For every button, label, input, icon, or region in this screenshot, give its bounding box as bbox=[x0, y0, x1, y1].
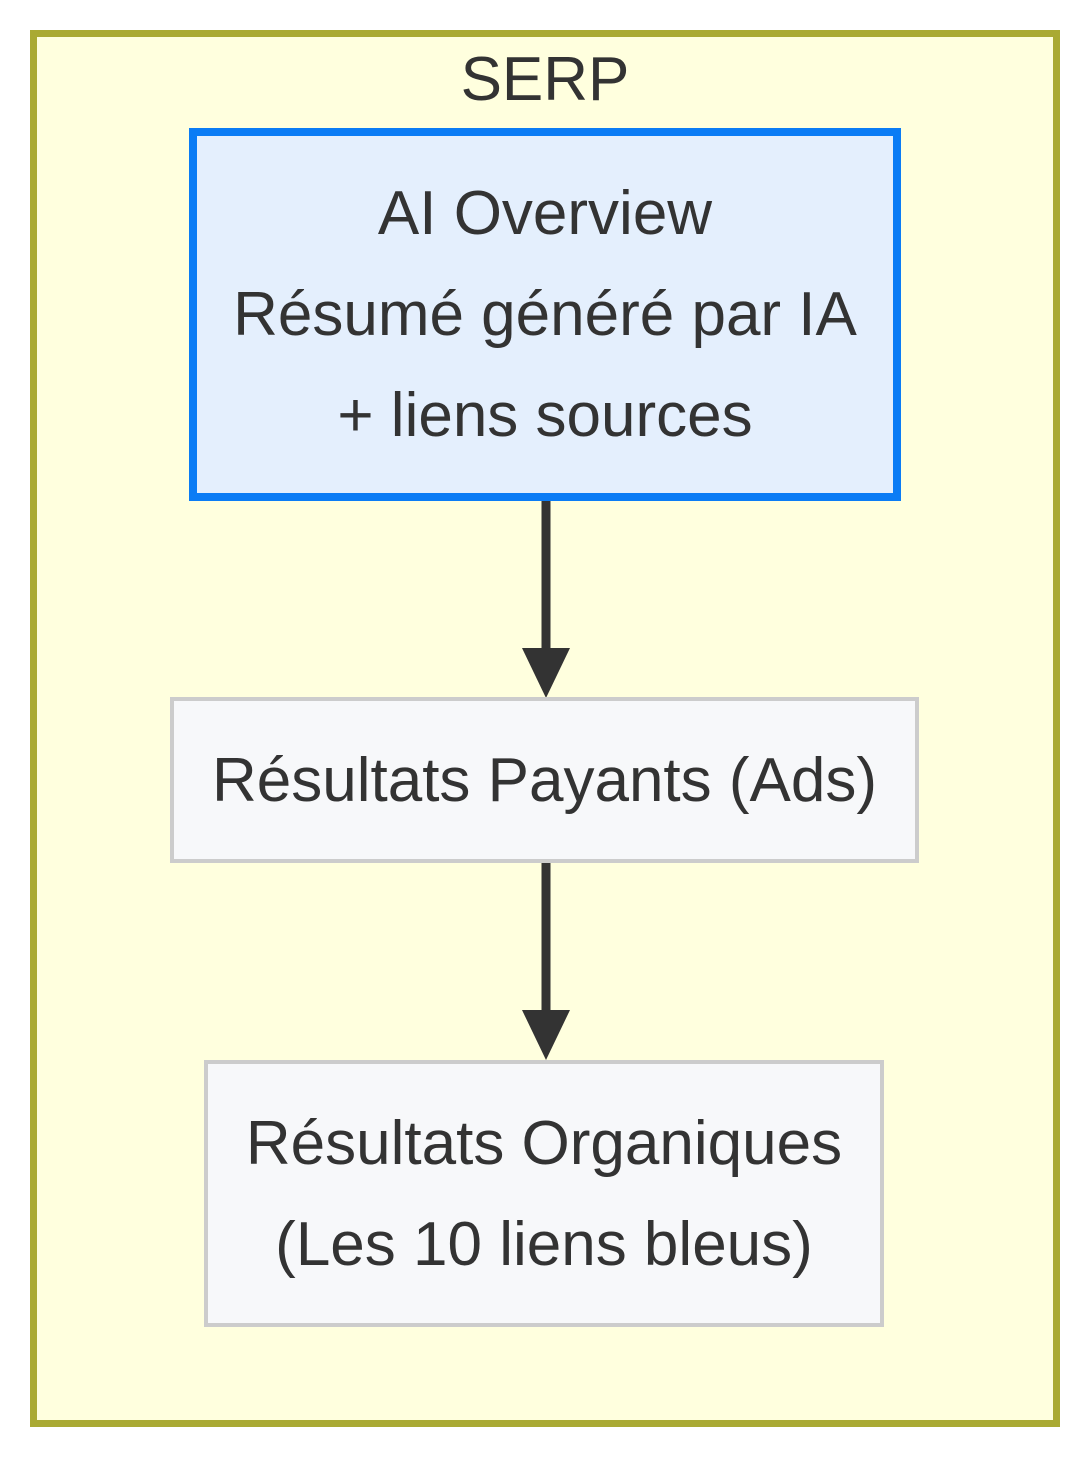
arrow-down-icon bbox=[522, 501, 570, 698]
node-text-line: AI Overview bbox=[377, 179, 713, 248]
node-text-line: (Les 10 liens bleus) bbox=[275, 1209, 813, 1279]
node-resultats-organiques: Résultats Organiques (Les 10 liens bleus… bbox=[204, 1060, 884, 1327]
node-text-line: + liens sources bbox=[337, 381, 753, 450]
node-text-line: Résultats Organiques bbox=[245, 1108, 843, 1178]
node-resultats-payants: Résultats Payants (Ads) bbox=[170, 697, 919, 863]
arrow-down-icon bbox=[522, 863, 570, 1060]
node-text-line: Résultats Payants (Ads) bbox=[211, 745, 878, 815]
diagram-title: SERP bbox=[460, 45, 630, 114]
node-ai-overview: AI Overview Résumé généré par IA + liens… bbox=[189, 128, 901, 501]
node-text-line: Résumé généré par IA bbox=[233, 280, 857, 349]
